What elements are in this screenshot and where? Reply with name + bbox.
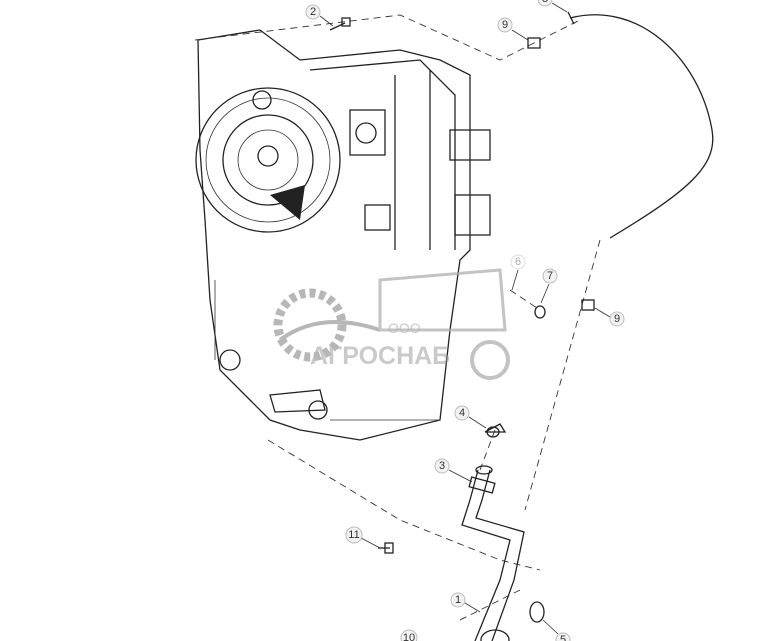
svg-text:10: 10 [403,632,415,641]
svg-text:9: 9 [614,313,620,325]
svg-text:6: 6 [515,256,521,268]
callout-3: 3 [434,458,473,483]
hose [569,14,714,239]
pipe [461,465,525,641]
callout-6: 6 [510,254,526,291]
callout-9-top: 9 [497,17,529,41]
callout-11: 11 [345,526,381,549]
callout-1: 1 [450,592,481,613]
svg-text:2: 2 [310,6,316,18]
callout-9-mid: 9 [594,307,625,327]
svg-text:8: 8 [542,0,548,5]
svg-text:3: 3 [439,460,445,472]
callout-5: 5 [542,619,571,641]
svg-text:4: 4 [459,407,465,419]
watermark-logo: ООО АГРОСНАБ [273,268,510,380]
small-parts [329,17,595,641]
svg-text:1: 1 [455,594,461,606]
callout-10: 10 [400,629,418,641]
callout-7: 7 [540,268,558,304]
callout-4: 4 [454,405,487,429]
svg-text:АГРОСНАБ: АГРОСНАБ [310,342,450,370]
svg-text:7: 7 [547,270,553,282]
transmission-assembly [195,29,491,441]
svg-text:5: 5 [560,634,566,641]
callout-2: 2 [305,4,334,27]
svg-text:9: 9 [502,19,508,31]
svg-text:ООО: ООО [388,320,421,336]
callout-8: 8 [537,0,568,13]
svg-text:11: 11 [348,529,359,541]
